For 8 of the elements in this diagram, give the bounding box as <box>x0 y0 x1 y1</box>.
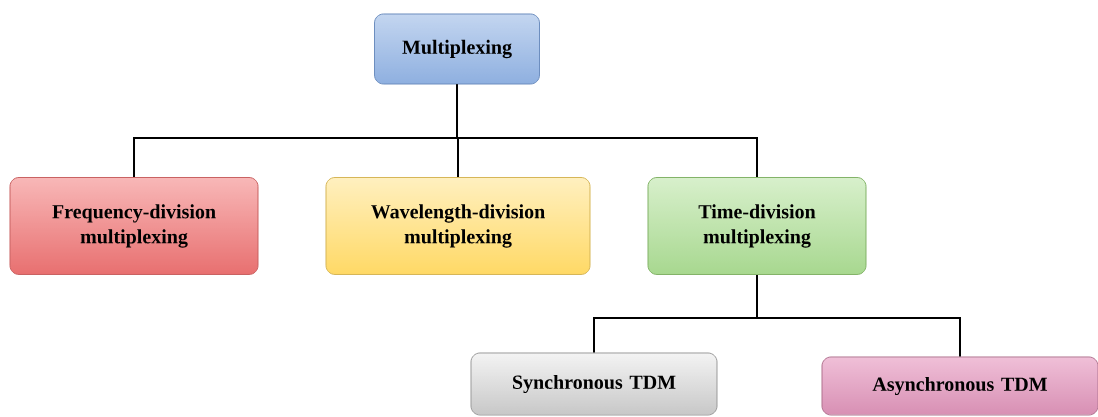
connector-line <box>756 274 961 358</box>
category-box: Multiplexing <box>374 13 540 85</box>
category-box: Frequency-division multiplexing <box>9 177 259 275</box>
category-box: Synchronous TDM <box>470 352 718 416</box>
connector-line <box>456 83 758 178</box>
category-box: Asynchronous TDM <box>821 356 1098 416</box>
category-box: Time-division multiplexing <box>647 177 867 275</box>
category-box: Wavelength-division multiplexing <box>325 177 591 275</box>
